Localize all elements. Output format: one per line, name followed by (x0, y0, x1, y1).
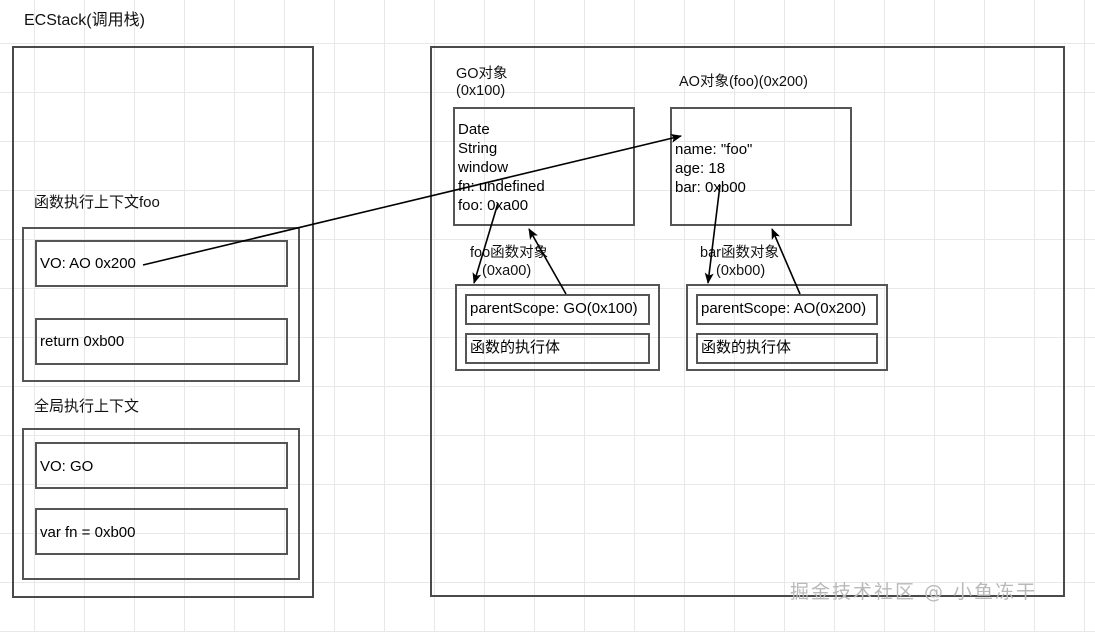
ecstack-title: ECStack(调用栈) (24, 12, 145, 29)
ecstack-panel (12, 46, 314, 598)
watermark: 掘金技术社区 @ 小鱼冻干 (790, 581, 1038, 603)
global-context-label: 全局执行上下文 (34, 398, 140, 415)
foo-function-parent-scope-box (465, 294, 650, 325)
global-context-box (22, 428, 300, 580)
bar-function-parent-scope-text: parentScope: AO(0x200) (701, 300, 867, 317)
foo-function-body-box (465, 333, 650, 364)
global-context-slot-vo (35, 442, 288, 489)
function-context-slot-vo-text: VO: AO 0x200 (40, 255, 136, 272)
global-context-slot-fn-text: var fn = 0xb00 (40, 524, 136, 541)
bar-function-parent-scope-box (696, 294, 878, 325)
foo-function-object-caption-line2: (0xa00) (482, 263, 532, 279)
bar-function-object-caption-line2: (0xb00) (716, 263, 766, 279)
foo-function-parent-scope-text: parentScope: GO(0x100) (470, 300, 638, 317)
ao-object-entries: name: "foo" age: 18 bar: 0xb00 (675, 141, 753, 196)
ao-object-caption: AO对象(foo)(0x200) (679, 74, 808, 90)
go-object-caption-line1: GO对象 (456, 66, 508, 82)
heap-panel (430, 46, 1065, 597)
go-object-caption-line2: (0x100) (456, 83, 506, 99)
go-object-entries: Date String window fn: undefined foo: 0x… (458, 121, 545, 214)
foo-function-object-caption-line1: foo函数对象 (470, 245, 549, 261)
bar-function-object-caption-line1: bar函数对象 (700, 245, 779, 261)
bar-function-body-box (696, 333, 878, 364)
function-context-label: 函数执行上下文foo (34, 194, 160, 211)
global-context-slot-vo-text: VO: GO (40, 458, 94, 475)
foo-function-body-text: 函数的执行体 (470, 339, 561, 356)
global-context-slot-fn (35, 508, 288, 555)
function-context-slot-return (35, 318, 288, 365)
bar-function-body-text: 函数的执行体 (701, 339, 792, 356)
function-context-slot-return-text: return 0xb00 (40, 333, 125, 350)
